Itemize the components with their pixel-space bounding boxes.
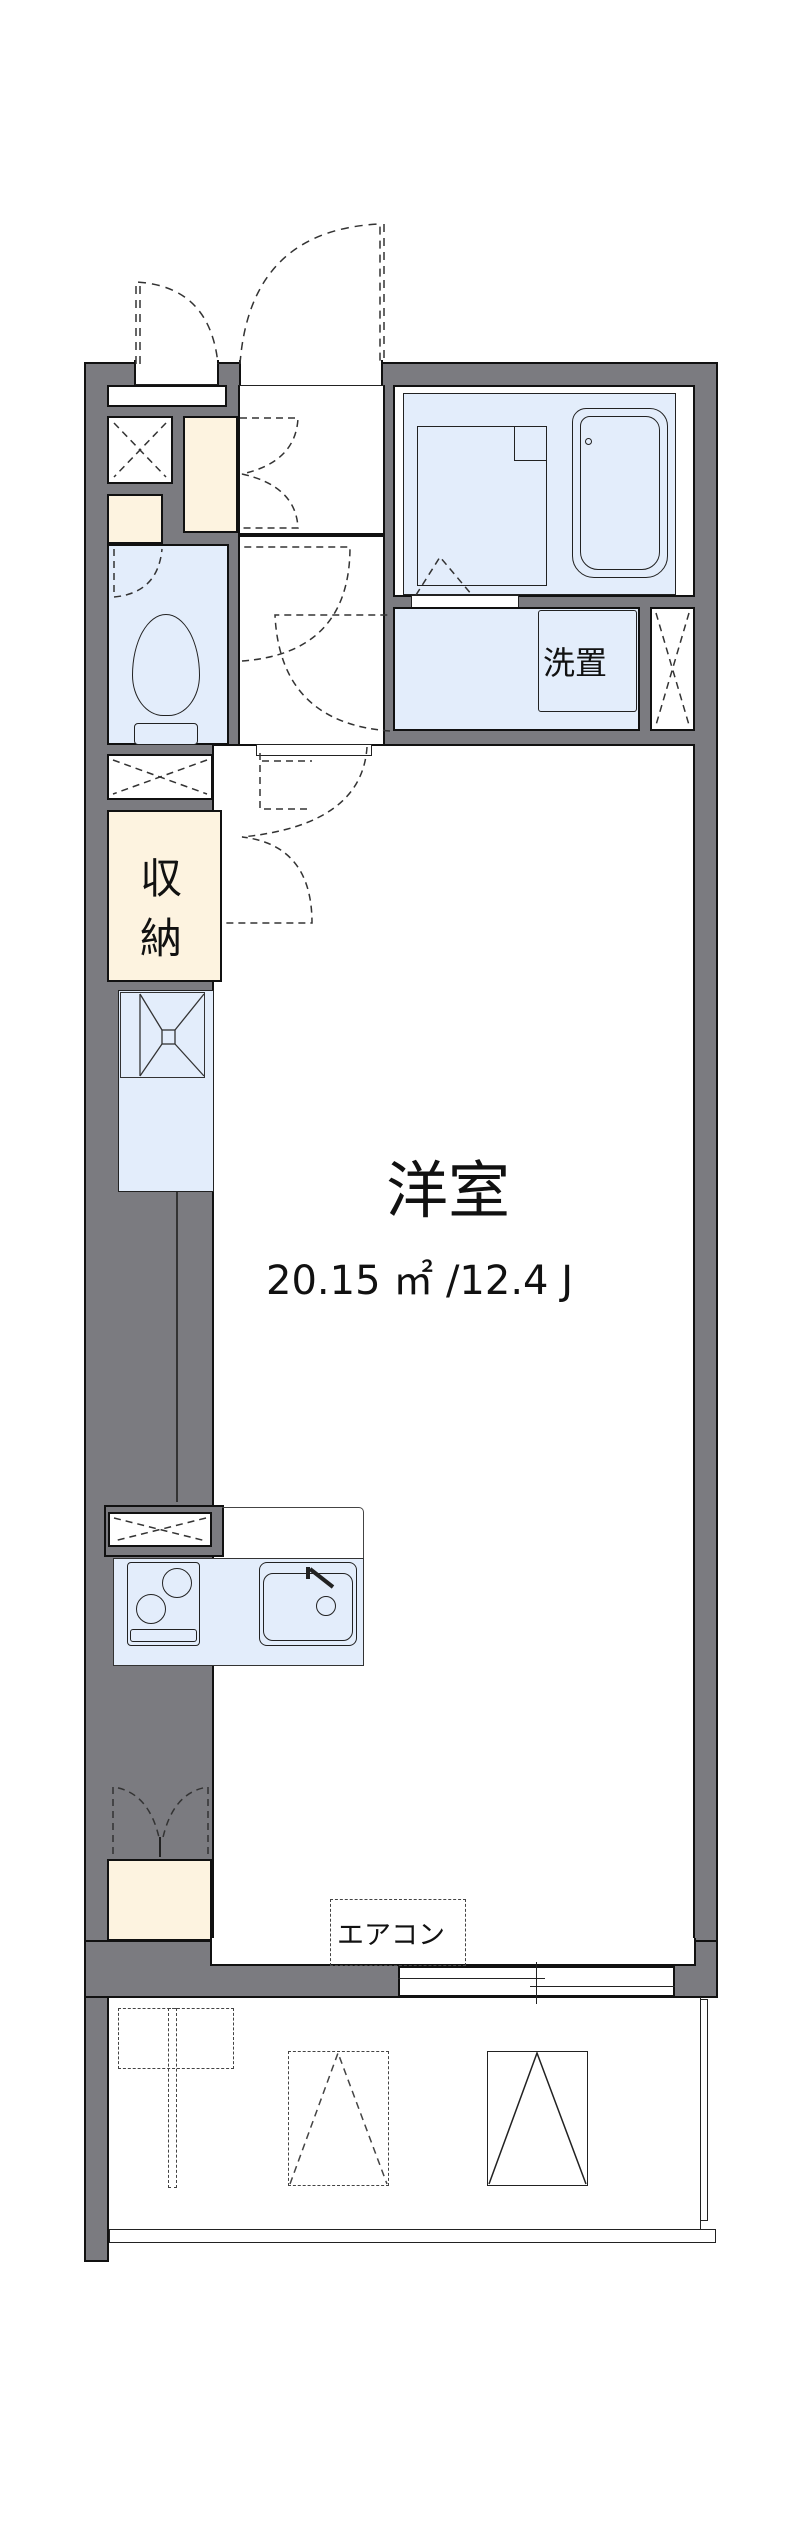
kitchen-counter-top — [222, 1507, 364, 1559]
pipe-shaft-right-x-icon — [655, 612, 690, 726]
washroom — [393, 607, 640, 731]
aircon-unit — [330, 1899, 466, 1966]
refrigerator-space — [118, 990, 214, 1192]
pipe-shaft-mid-x-icon — [112, 759, 208, 795]
sink-drain — [316, 1596, 336, 1616]
storage-label-2: 納 — [140, 914, 183, 963]
cabinet-door-swing-icon — [112, 1786, 209, 1857]
hatch-solid-triangle-icon — [488, 2050, 587, 2185]
storage-closet — [107, 810, 222, 982]
small-storage-bottom — [107, 1859, 212, 1941]
toilet-bowl — [132, 614, 200, 716]
meter-box — [107, 385, 227, 407]
pipe-shaft-mid — [107, 754, 213, 800]
hatch-solid — [487, 2051, 588, 2186]
window-sash-1 — [398, 1978, 545, 1979]
western-room — [212, 744, 695, 1966]
kitchen-partition — [176, 1192, 178, 1502]
shoe-closet — [183, 416, 238, 533]
toilet-tank — [134, 723, 198, 745]
small-storage-top — [107, 494, 163, 544]
pipe-shaft-right — [650, 607, 695, 731]
entrance-opening-small — [134, 360, 219, 385]
bathtub — [572, 408, 668, 578]
bathtub-inner — [580, 416, 660, 570]
door-swing-main-icon — [239, 223, 385, 365]
pipe-shaft-kitchen-x-icon — [113, 1517, 207, 1542]
door-swing-shoe-closet-icon — [240, 417, 299, 529]
corridor-opening — [256, 744, 372, 756]
washer-space-label: 洗置 — [543, 644, 608, 682]
entrance-hall — [238, 385, 385, 535]
refrigerator-icon — [139, 993, 205, 1077]
washer-space — [538, 610, 637, 712]
bathtub-drain — [585, 438, 592, 445]
bottom-wall-gap — [210, 1938, 696, 1966]
stove-panel — [130, 1629, 197, 1642]
aircon-label: エアコン — [337, 1920, 445, 1951]
hallway — [238, 535, 385, 746]
bathroom-floor — [417, 426, 547, 586]
door-swing-room-icon — [226, 746, 368, 924]
pipe-shaft-kitchen — [108, 1512, 212, 1547]
window-sash-2 — [530, 1986, 675, 1987]
door-swing-toilet-icon — [113, 548, 163, 598]
balcony-post — [700, 1999, 708, 2221]
bathroom-door-icon — [415, 555, 473, 596]
balcony-railing — [109, 2229, 716, 2243]
shower-fixture — [514, 427, 546, 461]
door-swing-small-icon — [135, 281, 219, 365]
window-post — [536, 1962, 537, 2004]
sink — [259, 1562, 357, 1646]
western-room-area: 20.15 ㎡ /12.4 J — [266, 1258, 573, 1304]
outdoor-unit-slot-2 — [168, 2008, 177, 2188]
outer-wall-balcony-left — [84, 1990, 109, 2262]
burner-1 — [162, 1568, 192, 1598]
door-swing-hall-icon — [241, 546, 391, 732]
storage-label-1: 収 — [140, 854, 183, 903]
hatch-dashed-triangle-icon — [289, 2050, 388, 2185]
faucet-icon — [306, 1567, 335, 1589]
burner-2 — [136, 1594, 166, 1624]
western-room-label: 洋室 — [386, 1154, 511, 1227]
pipe-shaft-x-icon — [113, 422, 167, 478]
refrigerator-unit — [120, 992, 205, 1078]
hatch-dashed — [288, 2051, 389, 2186]
stove — [127, 1562, 200, 1646]
